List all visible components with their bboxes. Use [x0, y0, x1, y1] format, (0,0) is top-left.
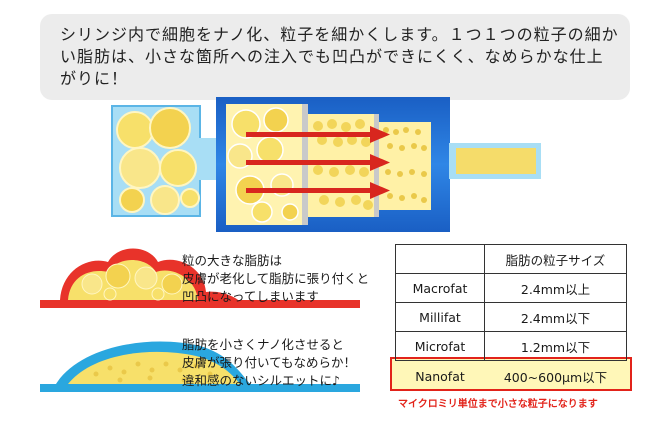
small-fat-particles — [313, 119, 373, 210]
nanofat-highlight-box — [390, 357, 632, 391]
large-fat-caption-text: 粒の大きな脂肪は皮膚が老化して脂肪に張り付くと凹凸になってしまいます — [182, 252, 369, 306]
large-fat-caption: 粒の大きな脂肪は皮膚が老化して脂肪に張り付くと凹凸になってしまいます — [182, 252, 369, 306]
caption-line: 皮膚が張り付いてもなめらか！ — [182, 355, 357, 370]
nanofat-caption: 脂肪を小さくナノ化させると皮膚が張り付いてもなめらか！ 違和感のないシルエットに♪ — [182, 336, 356, 390]
table-row: Microfat 1.2mm以下 — [395, 331, 627, 361]
table-header-size: 脂肪の粒子サイズ — [484, 244, 627, 274]
fat-size: 2.4mm以下 — [484, 302, 627, 332]
fat-particle-size-table: 脂肪の粒子サイズ Macrofat 2.4mm以上 Millifat 2.4mm… — [395, 244, 627, 391]
table-header-row: 脂肪の粒子サイズ — [395, 244, 627, 274]
large-fat-skin-diagram — [40, 248, 360, 308]
table-row: Millifat 2.4mm以下 — [395, 302, 627, 332]
fat-size: 1.2mm以下 — [484, 331, 627, 361]
table-header-empty — [395, 244, 485, 274]
table-note: マイクロミリ単位まで小さな粒子になります — [398, 399, 598, 410]
table-row: Macrofat 2.4mm以上 — [395, 273, 627, 303]
caption-line: 凹凸になってしまいます — [182, 289, 319, 304]
fat-size: 2.4mm以上 — [484, 273, 627, 303]
caption-line: 皮膚が老化して脂肪に張り付くと — [182, 271, 370, 286]
caption-line: 脂肪を小さくナノ化させると — [182, 337, 344, 352]
caption-line: 粒の大きな脂肪は — [182, 253, 283, 268]
caption-line: 違和感のないシルエットに♪ — [182, 373, 340, 388]
nanofat-skin-diagram — [40, 341, 360, 392]
nanofat-output — [456, 148, 536, 174]
table-row-highlighted: Nanofat 400~600μm以下 — [396, 361, 627, 392]
large-fat-particles — [116, 107, 200, 215]
intro-callout: シリンジ内で細胞をナノ化、粒子を細かくします。１つ１つの粒子の細かい脂肪は、小さ… — [40, 14, 630, 100]
nano-fat-particles-stage-3 — [383, 127, 427, 203]
flow-arrows — [246, 126, 390, 199]
fat-type: Millifat — [395, 302, 485, 332]
nanofat-caption-text: 脂肪を小さくナノ化させると皮膚が張り付いてもなめらか！ 違和感のないシルエットに♪ — [182, 336, 356, 390]
fat-type: Nanofat — [415, 368, 465, 384]
fat-size: 400~600μm以下 — [503, 369, 608, 385]
fat-type: Microfat — [395, 331, 485, 361]
fat-type: Macrofat — [395, 273, 485, 303]
intro-text: シリンジ内で細胞をナノ化、粒子を細かくします。１つ１つの粒子の細かい脂肪は、小さ… — [60, 25, 619, 88]
intake-neck — [196, 138, 218, 180]
